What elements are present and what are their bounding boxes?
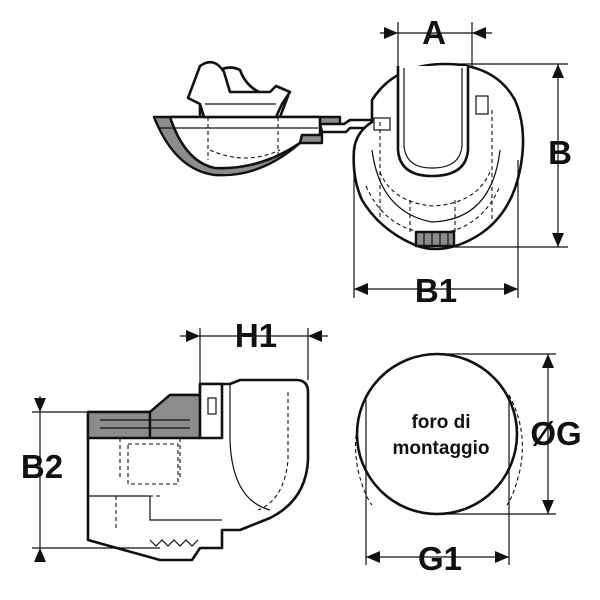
side-view-lower-step bbox=[88, 495, 222, 521]
closed-body-inner-arc bbox=[371, 149, 501, 223]
dim-g1-label: G1 bbox=[418, 540, 462, 577]
dim-a-arrow-left bbox=[384, 27, 398, 39]
dim-b1: B1 bbox=[353, 150, 519, 309]
dim-g1: G1 bbox=[365, 503, 510, 577]
side-view-hidden-curve bbox=[257, 392, 289, 511]
top-view: A B B1 bbox=[152, 14, 572, 309]
side-view-shaded bbox=[86, 410, 152, 440]
side-view-hidden-box bbox=[127, 443, 179, 485]
dim-b-arrow-top bbox=[552, 64, 564, 78]
side-view-shaded-top bbox=[148, 393, 202, 440]
dim-b2: B2 bbox=[21, 396, 160, 562]
dim-h1-label: H1 bbox=[235, 317, 277, 354]
side-view-thread-teeth bbox=[149, 539, 199, 547]
dim-a-arrow-right bbox=[472, 27, 486, 39]
dim-g-arrow-top bbox=[542, 354, 554, 368]
open-half-hidden-3 bbox=[209, 149, 281, 159]
closed-body-hidden-arc-1 bbox=[379, 171, 491, 207]
dim-g-label: ØG bbox=[530, 415, 581, 452]
dim-g: ØG bbox=[440, 353, 582, 515]
dim-b2-arrow-bottom bbox=[34, 548, 46, 562]
side-view-collar bbox=[198, 382, 224, 440]
dim-b1-arrow-right bbox=[504, 283, 518, 295]
dim-b2-label: B2 bbox=[21, 448, 63, 485]
dim-b-label: B bbox=[548, 134, 572, 171]
closed-body-thread bbox=[414, 230, 456, 248]
dim-g1-arrow-left bbox=[366, 551, 380, 563]
dim-b-arrow-bottom bbox=[552, 233, 564, 247]
dim-h1-arrow-right bbox=[308, 330, 322, 342]
side-view-collar-slot bbox=[207, 397, 217, 415]
mounting-hole-label-line2: montaggio bbox=[392, 438, 489, 459]
mounting-hole-label-line1: foro di bbox=[411, 412, 470, 433]
side-view: H1 B2 bbox=[21, 317, 328, 562]
dim-b1-arrow-left bbox=[354, 283, 368, 295]
dim-b: B bbox=[445, 63, 572, 248]
closed-body bbox=[352, 62, 525, 251]
dim-g-arrow-bottom bbox=[542, 500, 554, 514]
open-half bbox=[152, 60, 342, 177]
dim-b1-label: B1 bbox=[415, 272, 457, 309]
dim-h1-arrow-left bbox=[186, 330, 200, 342]
dim-b2-arrow-top bbox=[34, 398, 46, 412]
mounting-hole-outline bbox=[355, 352, 519, 516]
closed-body-slot bbox=[396, 66, 470, 178]
open-half-tab bbox=[186, 60, 292, 119]
closed-body-latch bbox=[475, 95, 489, 115]
closed-body-slot-inner bbox=[403, 68, 463, 169]
dim-a: A bbox=[380, 14, 492, 66]
dim-g1-arrow-right bbox=[495, 551, 509, 563]
dim-a-label: A bbox=[422, 14, 446, 51]
side-view-inner-curve bbox=[229, 384, 271, 511]
mounting-hole-view: foro di montaggio ØG G1 bbox=[355, 352, 582, 577]
dim-h1: H1 bbox=[180, 317, 328, 384]
closed-body-hinge-block bbox=[373, 117, 391, 131]
